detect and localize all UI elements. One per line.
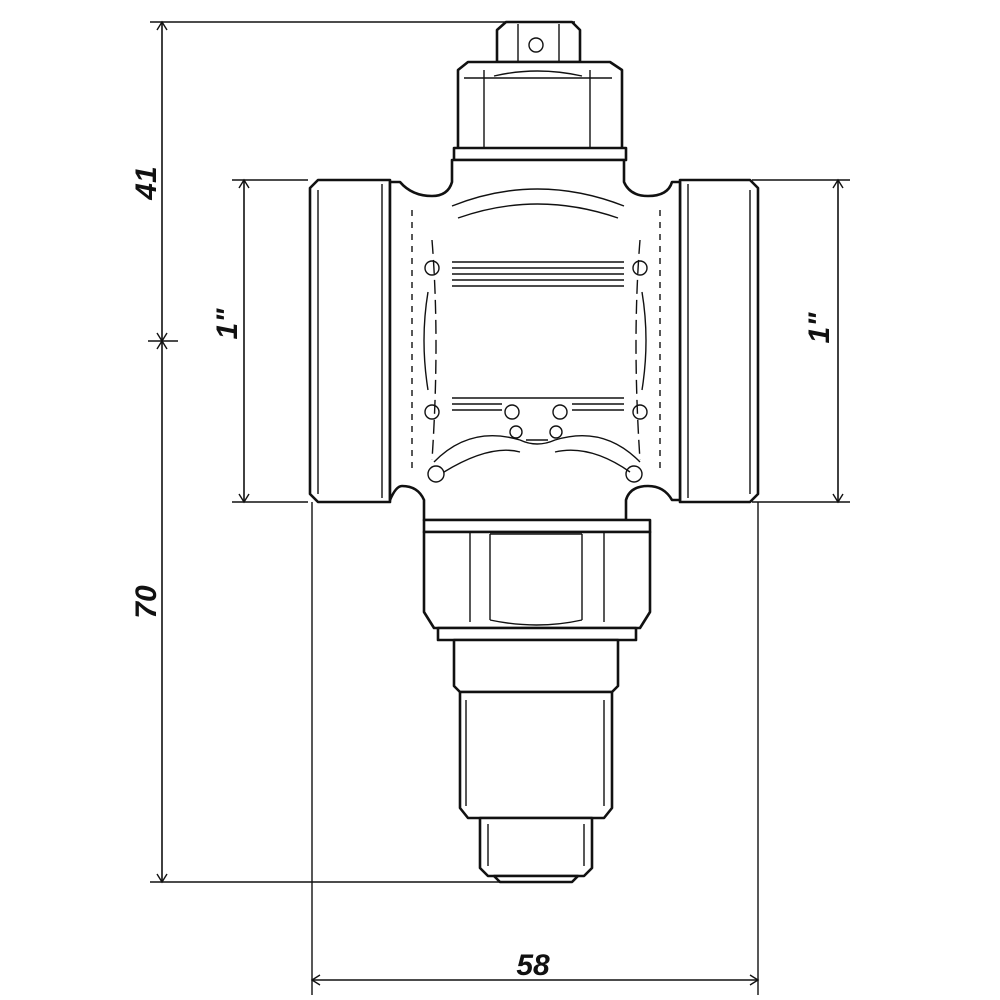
dimension-label-70: 70	[130, 585, 163, 619]
left-threaded-end	[308, 178, 392, 504]
bottom-hex-nut	[422, 518, 652, 642]
right-threaded-end	[678, 178, 760, 504]
dimension-label-right-thread: 1"	[803, 312, 836, 344]
dimension-label-41: 41	[130, 166, 163, 200]
top-cap	[495, 20, 582, 64]
dimension-label-left-thread: 1"	[211, 308, 244, 340]
lower-stem	[452, 638, 620, 884]
valve-outline	[308, 20, 760, 884]
top-hex-nut	[452, 60, 628, 162]
central-body	[388, 158, 682, 522]
dimension-label-58: 58	[516, 949, 550, 982]
right-thread-dimension	[752, 178, 850, 504]
left-thread-dimension	[232, 178, 308, 504]
width-dimension-58	[310, 502, 760, 995]
